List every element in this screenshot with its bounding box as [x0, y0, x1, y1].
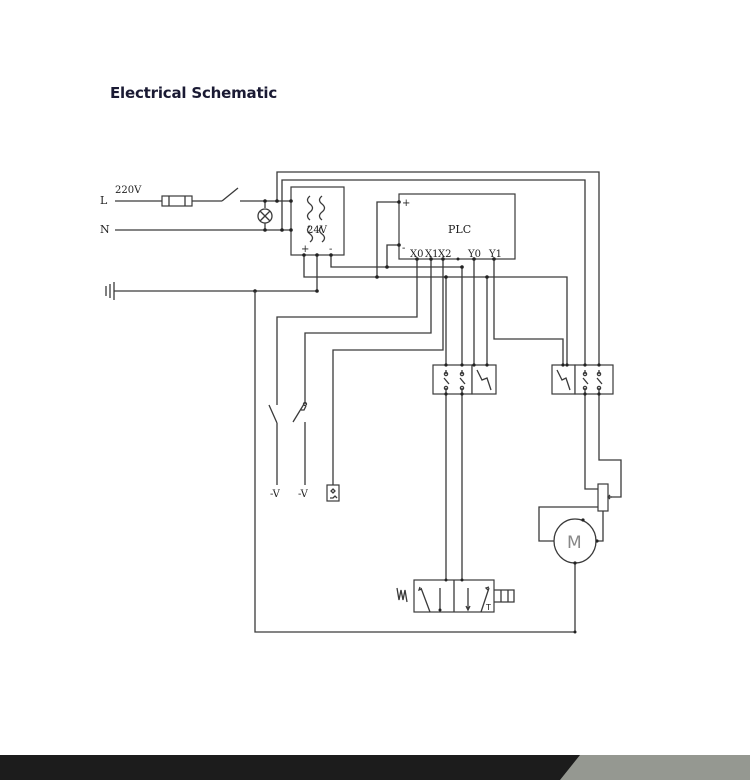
psu-minus-label: -	[329, 244, 332, 255]
footer-accent	[560, 755, 750, 780]
plc-input-x0: X0	[410, 249, 423, 260]
input-device-1-label: -V	[270, 489, 281, 500]
plc-plus-label: +	[402, 198, 410, 209]
line-label: L	[100, 194, 108, 207]
psu-plus-wire	[303, 255, 568, 365]
psu-voltage-label: 24V	[307, 225, 328, 236]
motor-wire-a	[538, 506, 598, 542]
valve-tank-label: T	[485, 603, 491, 612]
x0-wire	[276, 259, 418, 400]
plc-output-y1: Y1	[488, 249, 502, 260]
limit-switch-icon	[292, 400, 308, 485]
potentiometer-icon	[597, 483, 612, 512]
return-wire	[254, 291, 576, 633]
page-title: Electrical Schematic	[110, 84, 278, 102]
transformer-coil-icon	[306, 195, 326, 243]
feed-wire-l	[276, 171, 600, 365]
pot-wire-b	[598, 394, 622, 498]
proximity-sensor-icon	[326, 484, 340, 502]
plc-plus-wire	[376, 201, 399, 277]
y1-wire	[493, 259, 564, 365]
psu-minus-wire	[330, 255, 463, 365]
motor-wire-b	[597, 511, 604, 542]
relay-2	[551, 363, 614, 395]
indicator-lamp-icon	[257, 199, 273, 232]
neutral-label: N	[100, 223, 110, 236]
solenoid-valve-icon	[396, 578, 515, 613]
power-supply-24v	[290, 186, 345, 256]
plc-input-x1: X1	[425, 249, 438, 260]
psu-plus-label: +	[301, 244, 309, 255]
ground-icon	[105, 282, 115, 300]
voltage-label: 220V	[115, 185, 142, 196]
input-device-2-label: -V	[298, 489, 309, 500]
plc-label: PLC	[448, 223, 471, 236]
motor-icon	[553, 518, 599, 565]
plc-module	[398, 193, 516, 260]
x1-wire	[304, 259, 432, 400]
plc-minus-label: -	[402, 243, 405, 254]
relay-1	[432, 363, 497, 395]
x2-wire	[332, 259, 444, 485]
plc-output-y0: Y0	[467, 249, 481, 260]
plc-input-x2: X2	[438, 249, 451, 260]
fuse-icon	[161, 195, 193, 207]
main-switch-icon	[221, 187, 239, 202]
feed-wire-n	[281, 179, 586, 365]
push-button-switch-icon	[268, 400, 278, 485]
plc-minus-wire	[386, 244, 399, 267]
motor-label: M	[567, 533, 582, 553]
pot-wire-a	[584, 394, 598, 490]
